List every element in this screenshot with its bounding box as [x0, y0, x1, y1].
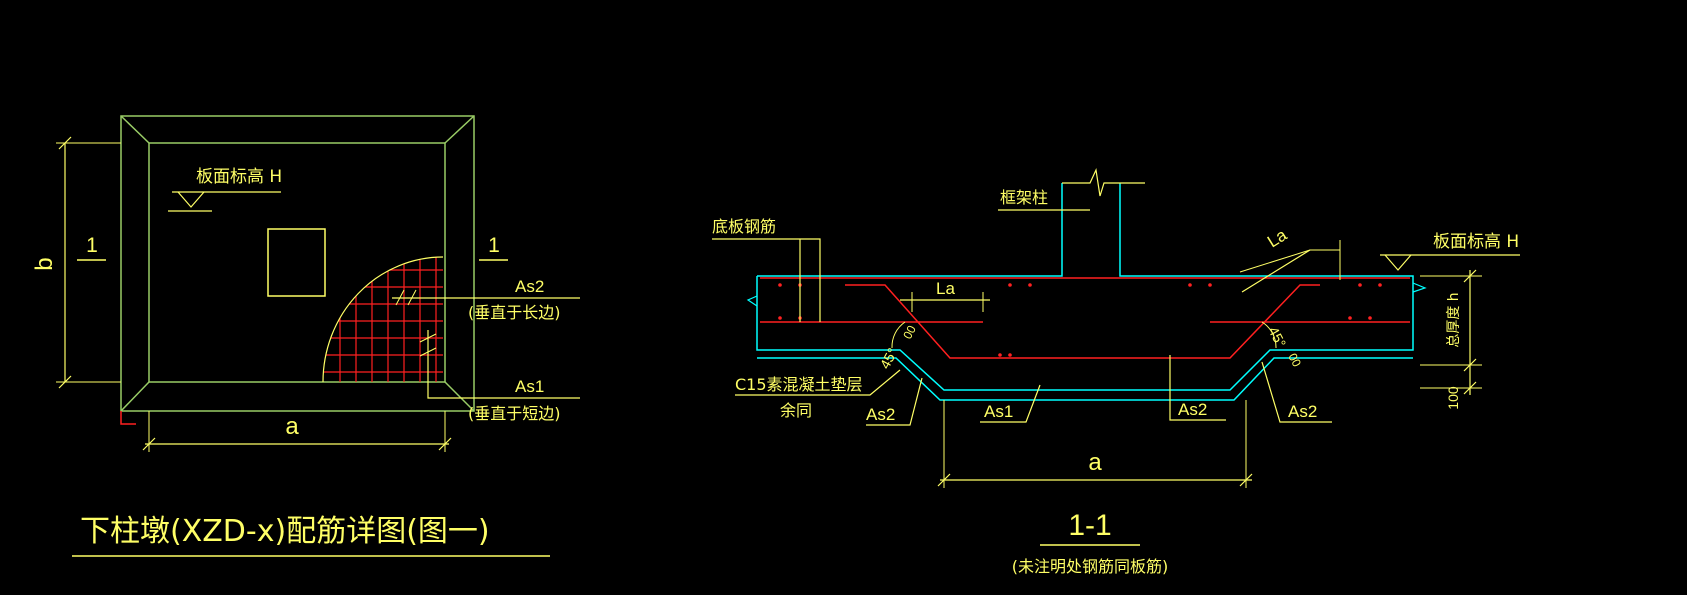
cushion-label: C15素混凝土垫层	[735, 375, 863, 394]
plan-as1-label: As1	[515, 377, 544, 396]
total-thickness-label: 总厚度 h	[1446, 292, 1462, 347]
cushion-layer	[757, 357, 1413, 401]
bottom-rebar-label: 底板钢筋	[712, 217, 776, 236]
section-view: 底板钢筋 框架柱 La La 板面标高 H 总厚度 h 100 45° 00	[712, 167, 1520, 576]
section-outline	[756, 183, 1414, 391]
section-subtitle: (未注明处钢筋同板筋)	[1012, 557, 1169, 576]
dimension-b-label: b	[31, 257, 58, 270]
plan-slab-elevation-label: 板面标高 H	[196, 167, 282, 187]
angle-right-sub: 00	[1285, 351, 1304, 370]
plan-inner-outline	[148, 142, 446, 383]
plan-as2-label: As2	[515, 277, 544, 296]
cushion-label-2: 余同	[780, 401, 812, 420]
plan-title: 下柱墩(XZD-x)配筋详图(图一)	[80, 514, 490, 549]
rebar-mesh	[323, 257, 443, 382]
section-as2-left-label: As2	[866, 405, 895, 424]
frame-column-label: 框架柱	[1000, 188, 1048, 207]
plan-outer-outline	[120, 115, 475, 412]
angle-left-label: 45°	[877, 345, 901, 371]
la-left-label: La	[936, 279, 955, 298]
plan-as1-note: (垂直于短边)	[468, 404, 561, 423]
dimension-a-label: a	[285, 413, 299, 440]
section-mark-right: 1	[488, 234, 500, 257]
section-as1-label: As1	[984, 402, 1013, 421]
plan-column	[267, 228, 326, 297]
section-as2-right-label: As2	[1288, 402, 1317, 421]
bottom-rebar	[845, 284, 1320, 359]
rebar-dots	[778, 283, 1382, 357]
section-as2-mid-label: As2	[1178, 400, 1207, 419]
section-slab-elevation-label: 板面标高 H	[1433, 232, 1519, 252]
section-title: 1-1	[1068, 509, 1111, 542]
dimension-100-label: 100	[1445, 386, 1461, 410]
la-right-label: La	[1264, 225, 1291, 251]
angle-left-sub: 00	[900, 323, 919, 342]
plan-as2-note: (垂直于长边)	[468, 303, 561, 322]
section-dimension-a-label: a	[1088, 449, 1102, 476]
section-mark-left: 1	[86, 234, 98, 257]
plan-view: 板面标高 H b a 1 1 As2 (垂直于长边) As1 (垂直于短边) 下…	[31, 115, 580, 557]
